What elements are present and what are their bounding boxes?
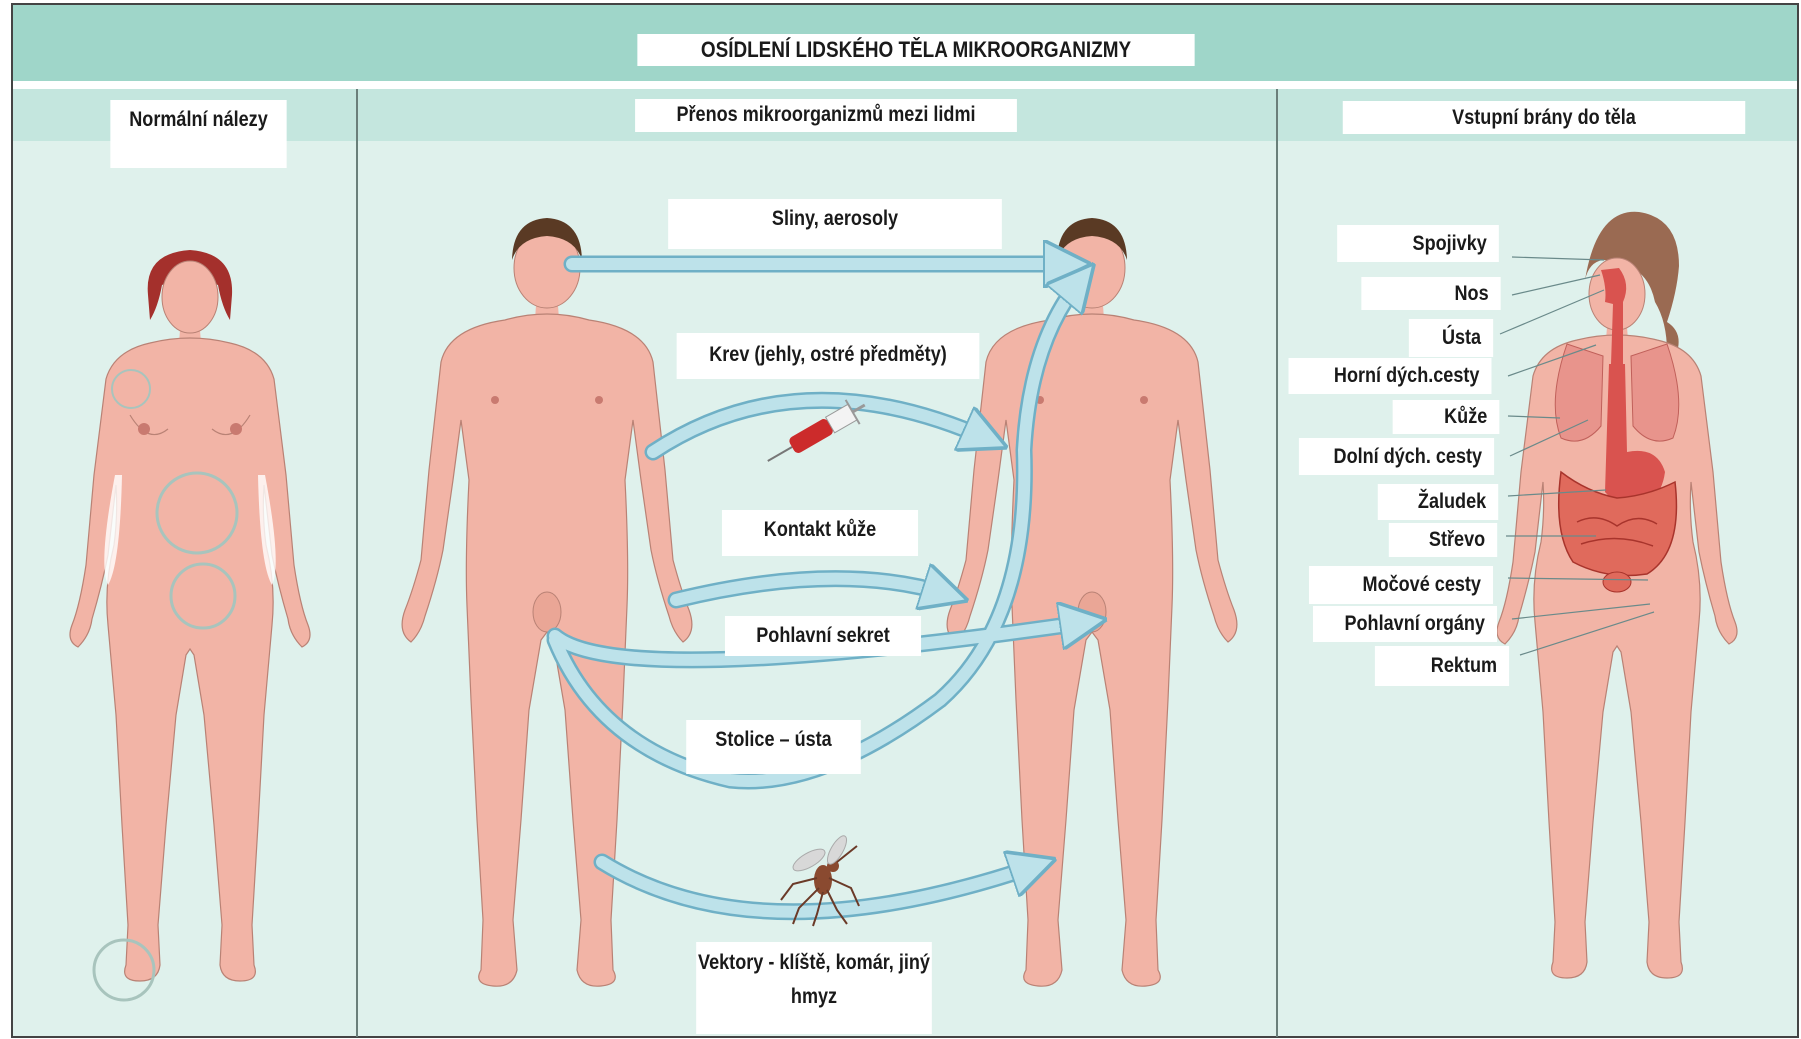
route-blood-label: Krev (jehly, ostré předměty): [677, 333, 980, 379]
route-skin-label: Kontakt kůže: [722, 510, 918, 556]
entry-conjunctiva-label: Spojivky: [1337, 225, 1499, 262]
route-vector-label: Vektory - klíště, komár, jiný hmyz: [696, 942, 932, 1034]
entry-urinary-tract-label: Močové cesty: [1309, 566, 1493, 604]
section-entry-header: Vstupní brány do těla: [1343, 101, 1745, 134]
header-separator: [13, 81, 1797, 89]
entry-genitals-label: Pohlavní orgány: [1313, 606, 1497, 642]
section-normal-header: Normální nálezy: [110, 100, 286, 168]
entry-lower-airways-label: Dolní dých. cesty: [1299, 438, 1494, 475]
entry-rectum-label: Rektum: [1375, 646, 1509, 686]
route-fecal-oral-label: Stolice – ústa: [686, 720, 861, 774]
entry-intestine-label: Střevo: [1389, 523, 1497, 557]
section-transfer-header: Přenos mikroorganizmů mezi lidmi: [635, 99, 1017, 132]
entry-skin-label: Kůže: [1393, 400, 1500, 434]
entry-nose-label: Nos: [1361, 277, 1500, 310]
entry-mouth-label: Ústa: [1409, 319, 1493, 357]
page-title: OSÍDLENÍ LIDSKÉHO TĚLA MIKROORGANIZMY: [637, 34, 1194, 66]
route-sexual-label: Pohlavní sekret: [725, 616, 921, 656]
entry-stomach-label: Žaludek: [1378, 484, 1498, 520]
entry-upper-airways-label: Horní dých.cesty: [1289, 358, 1492, 394]
route-saliva-label: Sliny, aerosoly: [668, 199, 1002, 249]
